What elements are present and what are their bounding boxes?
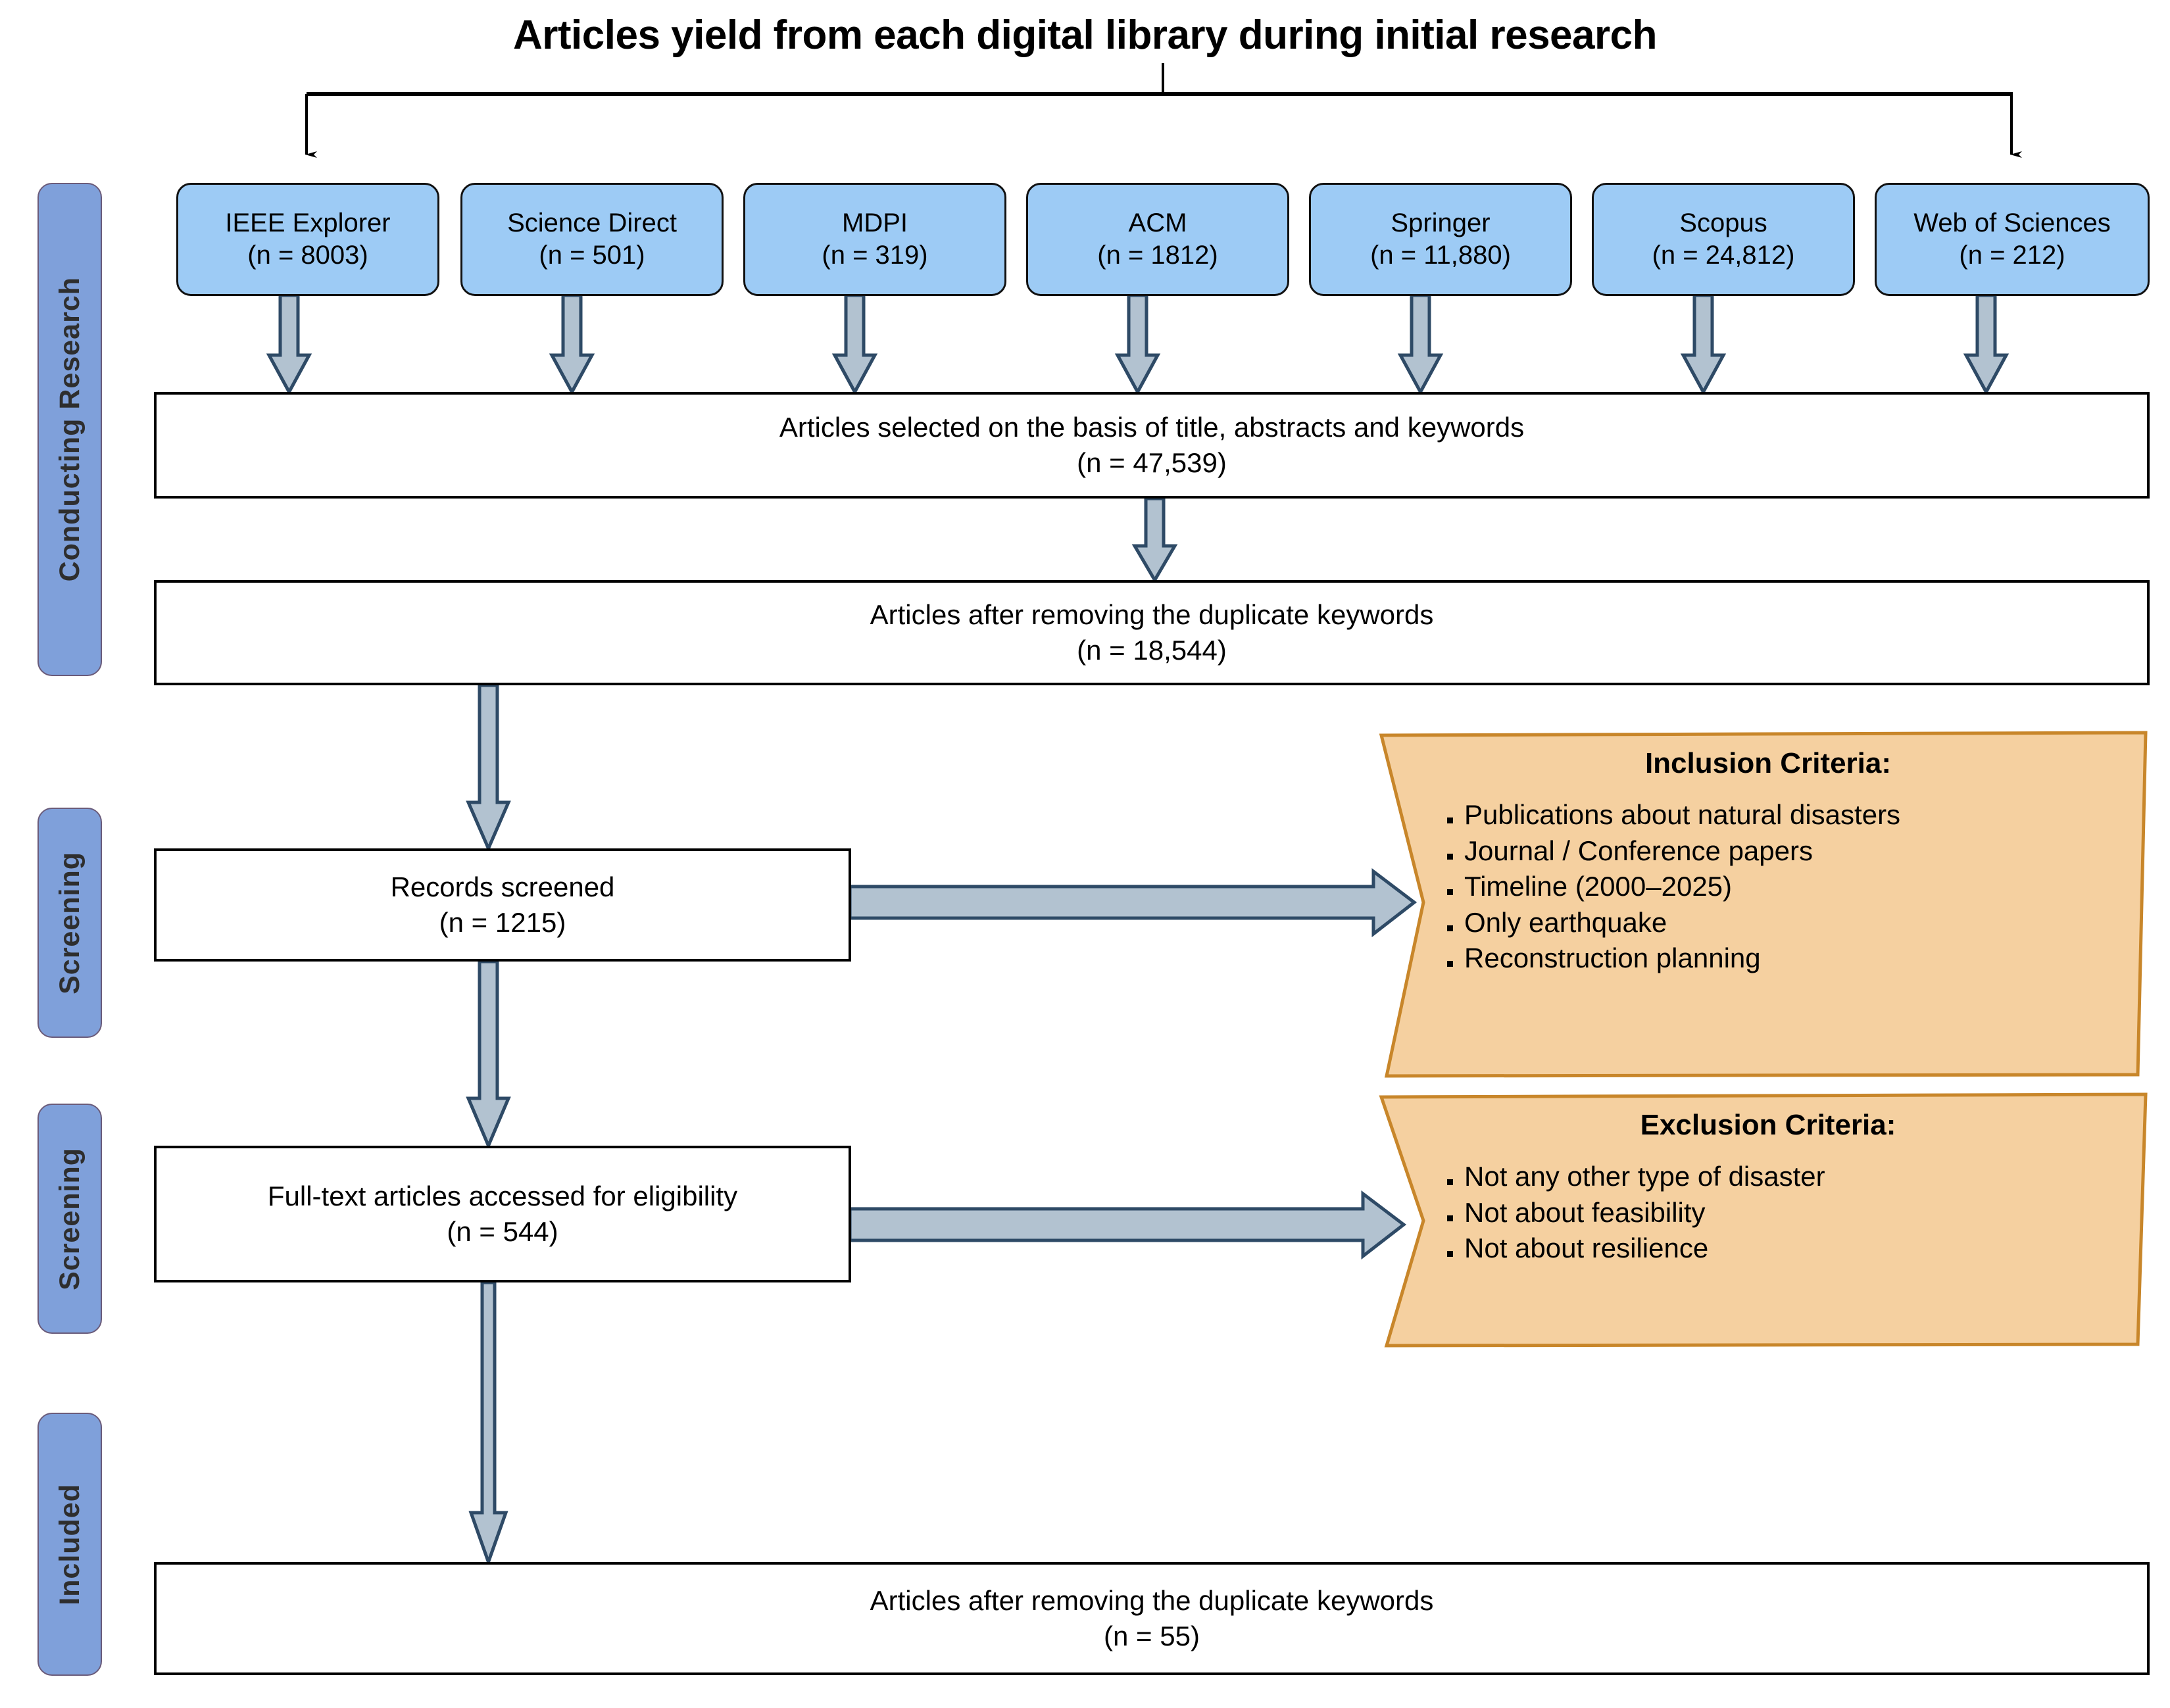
stage-label-text: Screening [53,851,86,994]
source-name: ACM [1128,208,1187,238]
source-name: MDPI [842,208,908,238]
process-box-full-text-assessed[interactable]: Full-text articles accessed for eligibil… [154,1146,851,1282]
criteria-item: Journal / Conference papers [1447,833,2131,869]
source-box-science-direct[interactable]: Science Direct (n = 501) [460,183,724,296]
process-box-line2: (n = 544) [447,1216,558,1247]
process-box-line1: Records screened [390,871,615,903]
source-name: Scopus [1679,208,1767,238]
process-box-line2: (n = 47,539) [1077,447,1227,478]
source-name: Science Direct [507,208,677,238]
stage-label-text: Screening [53,1147,86,1290]
criteria-item: Not about resilience [1447,1231,2131,1267]
criteria-item: Not any other type of disaster [1447,1159,2131,1195]
process-box-line1: Articles after removing the duplicate ke… [870,1585,1434,1617]
duplicates-to-records-screened-arrow [466,683,511,853]
down-arrow-ieee [266,293,312,396]
records-to-inclusion-arrow [848,867,1418,938]
process-box-records-screened[interactable]: Records screened (n = 1215) [154,848,851,962]
source-box-web-of-sciences[interactable]: Web of Sciences (n = 212) [1875,183,2150,296]
source-box-springer[interactable]: Springer (n = 11,880) [1309,183,1572,296]
criteria-item: Only earthquake [1447,905,2131,941]
down-arrow-acm [1114,293,1161,396]
criteria-item: Reconstruction planning [1447,940,2131,977]
source-box-scopus[interactable]: Scopus (n = 24,812) [1592,183,1855,296]
source-count: (n = 319) [822,241,928,270]
process-box-after-duplicates-first[interactable]: Articles after removing the duplicate ke… [154,580,2150,685]
down-arrow-scopus [1680,293,1727,396]
process-box-line1: Articles selected on the basis of title,… [779,412,1525,443]
source-count: (n = 1812) [1097,241,1218,270]
stage-label-conducting-research: Conducting Research [37,183,102,676]
source-count: (n = 11,880) [1370,241,1511,270]
source-name: Web of Sciences [1913,208,2111,238]
source-name: IEEE Explorer [225,208,391,238]
source-count: (n = 8003) [247,241,368,270]
criteria-item: Timeline (2000–2025) [1447,869,2131,905]
down-arrow-science-direct [549,293,595,396]
inclusion-criteria-panel[interactable]: Inclusion Criteria: Publications about n… [1375,730,2151,1079]
process-box-line2: (n = 1215) [439,907,566,938]
process-box-after-duplicates-final[interactable]: Articles after removing the duplicate ke… [154,1562,2150,1675]
stage-label-screening-1: Screening [37,808,102,1038]
stage-label-included: Included [37,1413,102,1676]
process-box-line1: Articles after removing the duplicate ke… [870,599,1434,631]
down-arrow-web-of-sciences [1963,293,2010,396]
fulltext-to-included-arrow [468,1281,508,1567]
source-box-ieee-explorer[interactable]: IEEE Explorer (n = 8003) [176,183,439,296]
down-arrow-springer [1397,293,1444,396]
source-name: Springer [1391,208,1491,238]
criteria-item: Not about feasibility [1447,1195,2131,1231]
exclusion-panel-shape [1379,1092,2148,1348]
criteria-item: Publications about natural disasters [1447,797,2131,833]
stage-label-text: Conducting Research [53,277,86,582]
source-count: (n = 24,812) [1652,241,1795,270]
diagram-title: Articles yield from each digital library… [513,12,1658,58]
inclusion-criteria-list: Publications about natural disasters Jou… [1423,797,2131,977]
stage-label-text: Included [53,1483,86,1605]
down-arrow-mdpi [831,293,878,396]
process-box-articles-selected[interactable]: Articles selected on the basis of title,… [154,392,2150,499]
records-to-fulltext-arrow [466,960,511,1150]
inclusion-panel-shape [1379,731,2148,1078]
process-box-line2: (n = 18,544) [1077,635,1227,666]
source-to-selection-arrows [266,293,2010,396]
selection-to-duplicates-arrow [1131,497,1178,583]
exclusion-criteria-list: Not any other type of disaster Not about… [1423,1159,2131,1267]
source-count: (n = 501) [539,241,645,270]
exclusion-criteria-panel[interactable]: Exclusion Criteria: Not any other type o… [1375,1092,2151,1348]
stage-label-screening-2: Screening [37,1104,102,1334]
title-distribution-bracket [305,63,2022,158]
fulltext-to-exclusion-arrow [848,1190,1407,1260]
source-box-mdpi[interactable]: MDPI (n = 319) [743,183,1006,296]
inclusion-criteria-title: Inclusion Criteria: [1644,747,1892,779]
source-count: (n = 212) [1959,241,2065,270]
exclusion-criteria-title: Exclusion Criteria: [1640,1109,1896,1141]
process-box-line2: (n = 55) [1104,1621,1200,1651]
source-box-acm[interactable]: ACM (n = 1812) [1026,183,1289,296]
process-box-line1: Full-text articles accessed for eligibil… [267,1181,738,1212]
